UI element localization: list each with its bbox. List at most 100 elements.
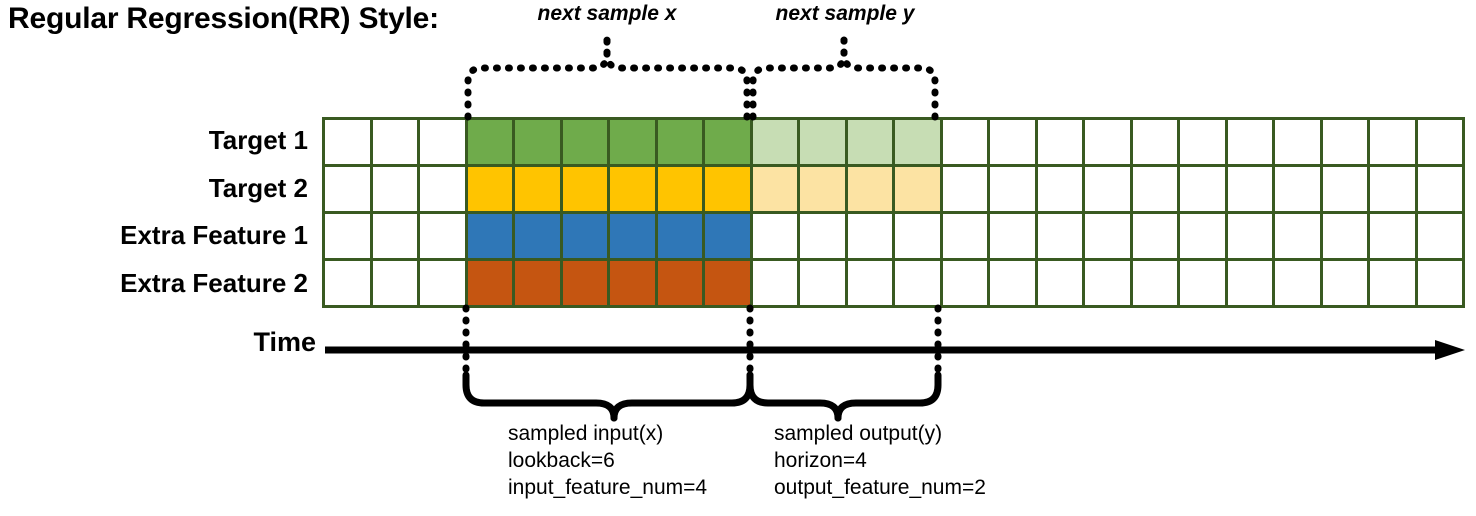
caption-sampled-input: sampled input(x) lookback=6 input_featur… [508,420,707,501]
grid-cell-empty [847,214,892,258]
grid-cell-input [467,261,512,305]
grid-cell-input [610,167,655,211]
grid-cell-empty [942,261,987,305]
grid-cell-empty [1370,261,1415,305]
grid-cell-input [467,120,512,164]
grid-cell-empty [420,261,465,305]
grid-cell-input [467,214,512,258]
grid-cell-empty [895,261,940,305]
grid-cell-empty [942,120,987,164]
grid-cell-empty [1132,214,1177,258]
timeseries-grid [322,117,1465,308]
grid-cell-input [705,214,750,258]
caption-sampled-input-line3: input_feature_num=4 [508,476,708,499]
grid-cell-empty [990,261,1035,305]
grid-cell-empty [1417,120,1462,164]
grid-cell-input [562,214,607,258]
top-brace-input [464,34,751,121]
grid-cell-empty [990,167,1035,211]
grid-cell-empty [1322,167,1367,211]
grid-cell-empty [372,214,417,258]
caption-sampled-output-line1: sampled output(y) [774,422,943,445]
row-label-extra-feature-1: Extra Feature 1 [120,220,308,251]
grid-cell-empty [1180,120,1225,164]
grid-cell-empty [752,261,797,305]
caption-next-sample-y: next sample y [775,2,915,25]
top-brace-output [749,34,939,121]
grid-cell-output [752,167,797,211]
grid-row [325,167,1462,211]
grid-cell-input [657,167,702,211]
caption-next-sample-x: next sample x [537,2,677,25]
grid-cell-output [847,167,892,211]
caption-sampled-input-line1: sampled input(x) [508,422,664,445]
grid-cell-empty [1417,214,1462,258]
grid-cell-empty [325,261,370,305]
grid-cell-empty [1227,120,1272,164]
grid-cell-empty [1370,167,1415,211]
grid-cell-empty [1322,214,1367,258]
grid-cell-empty [1417,167,1462,211]
grid-cell-input [610,120,655,164]
grid-cell-input [657,261,702,305]
grid-cell-input [705,120,750,164]
bottom-brace-input [462,371,754,422]
grid-cell-empty [1037,120,1082,164]
grid-cell-input [657,214,702,258]
page-title: Regular Regression(RR) Style: [8,2,439,35]
grid-cell-empty [1180,261,1225,305]
grid-cell-empty [1227,214,1272,258]
grid-cell-input [562,167,607,211]
grid-cell-empty [1275,167,1320,211]
grid-cell-empty [942,167,987,211]
grid-cell-empty [325,120,370,164]
grid-cell-input [515,120,560,164]
grid-cell-empty [372,120,417,164]
grid-cell-empty [990,120,1035,164]
grid-cell-empty [1180,214,1225,258]
grid-cell-empty [420,120,465,164]
grid-cell-input [705,261,750,305]
bottom-brace-output [746,371,942,422]
grid-cell-input [657,120,702,164]
caption-sampled-input-line2: lookback=6 [508,449,615,472]
grid-cell-empty [847,261,892,305]
grid-row [325,214,1462,258]
grid-cell-input [562,120,607,164]
row-label-target-1: Target 1 [208,125,308,155]
time-axis-label: Time [253,327,316,357]
grid-cell-empty [1085,214,1130,258]
grid-cell-empty [372,167,417,211]
row-label-target-2: Target 2 [208,172,308,203]
grid-cell-empty [420,167,465,211]
grid-cell-input [562,261,607,305]
caption-sampled-output-line3: output_feature_num=2 [774,476,986,499]
grid-cell-empty [1227,261,1272,305]
grid-cell-empty [420,214,465,258]
grid-cell-empty [1180,167,1225,211]
grid-cell-empty [1085,261,1130,305]
grid-cell-empty [1275,214,1320,258]
time-axis-arrow [325,340,1465,360]
grid-cell-empty [1417,261,1462,305]
grid-cell-empty [1085,120,1130,164]
grid-row [325,261,1462,305]
grid-cell-output [847,120,892,164]
grid-cell-empty [1275,120,1320,164]
grid-cell-empty [1037,261,1082,305]
grid-cell-output [895,120,940,164]
grid-cell-empty [1037,167,1082,211]
grid-cell-empty [325,214,370,258]
grid-cell-empty [1037,214,1082,258]
grid-cell-output [800,167,845,211]
grid-cell-empty [800,214,845,258]
grid-cell-empty [1132,261,1177,305]
grid-cell-input [515,261,560,305]
grid-cell-empty [325,167,370,211]
grid-cell-empty [942,214,987,258]
grid-cell-output [800,120,845,164]
grid-cell-empty [1322,120,1367,164]
grid-cell-output [895,167,940,211]
grid-cell-empty [1275,261,1320,305]
